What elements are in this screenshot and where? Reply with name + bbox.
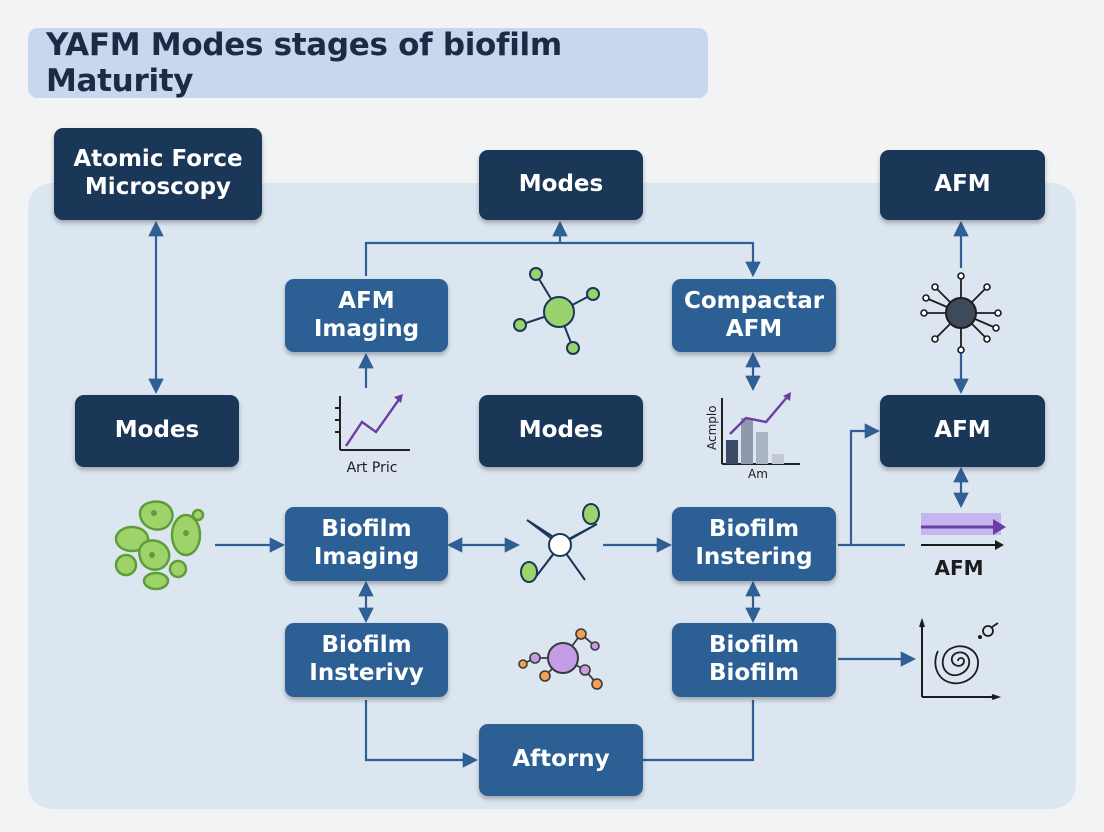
- line-chart-label: Art Pric: [347, 460, 398, 476]
- title-bar: YAFM Modes stages of biofilm Maturity: [28, 27, 708, 99]
- node-biofilm-instering: Biofilm Instering: [672, 507, 836, 581]
- connector-insterivy-aftorny: [364, 700, 479, 768]
- spiral-plot-icon: [919, 617, 1002, 700]
- molecule-blue-icon: [520, 503, 600, 583]
- connector-biofilm-aftorny: [643, 700, 755, 762]
- diagram-panel: [28, 183, 1076, 809]
- connector-instering-afm-right: [838, 423, 881, 547]
- arrow-bar-icon: AFM: [921, 513, 1006, 580]
- molecule-purple-icon: [518, 628, 603, 690]
- bar-chart-icon: Acmplo Am: [705, 392, 800, 478]
- page-title: YAFM Modes stages of biofilm Maturity: [46, 27, 562, 99]
- node-aftorny: Aftorny: [479, 724, 643, 796]
- molecule-green-icon: [513, 267, 600, 355]
- node-afm-right: AFM: [880, 395, 1045, 467]
- node-afm-top-right: AFM: [880, 150, 1045, 220]
- node-biofilm-insterivy: Biofilm Insterivy: [285, 623, 448, 697]
- node-modes-left: Modes: [75, 395, 239, 467]
- node-modes-center: Modes: [479, 395, 643, 467]
- bacteria-cluster-icon: [114, 500, 205, 591]
- arrow-bar-label: AFM: [934, 556, 983, 580]
- sensor-node-icon: [920, 272, 1002, 354]
- node-atomic-force-microscopy: Atomic Force Microscopy: [54, 128, 262, 220]
- line-chart-icon: Art Pric: [335, 394, 410, 476]
- node-biofilm-biofilm: Biofilm Biofilm: [672, 623, 836, 697]
- node-modes-top: Modes: [479, 150, 643, 220]
- bar-chart-y-label: Acmplo: [705, 405, 719, 450]
- node-afm-imaging: AFM Imaging: [285, 279, 448, 352]
- node-compactar-afm: Compactar AFM: [672, 279, 836, 352]
- bar-chart-x-label: Am: [748, 467, 768, 478]
- node-biofilm-imaging: Biofilm Imaging: [285, 507, 448, 581]
